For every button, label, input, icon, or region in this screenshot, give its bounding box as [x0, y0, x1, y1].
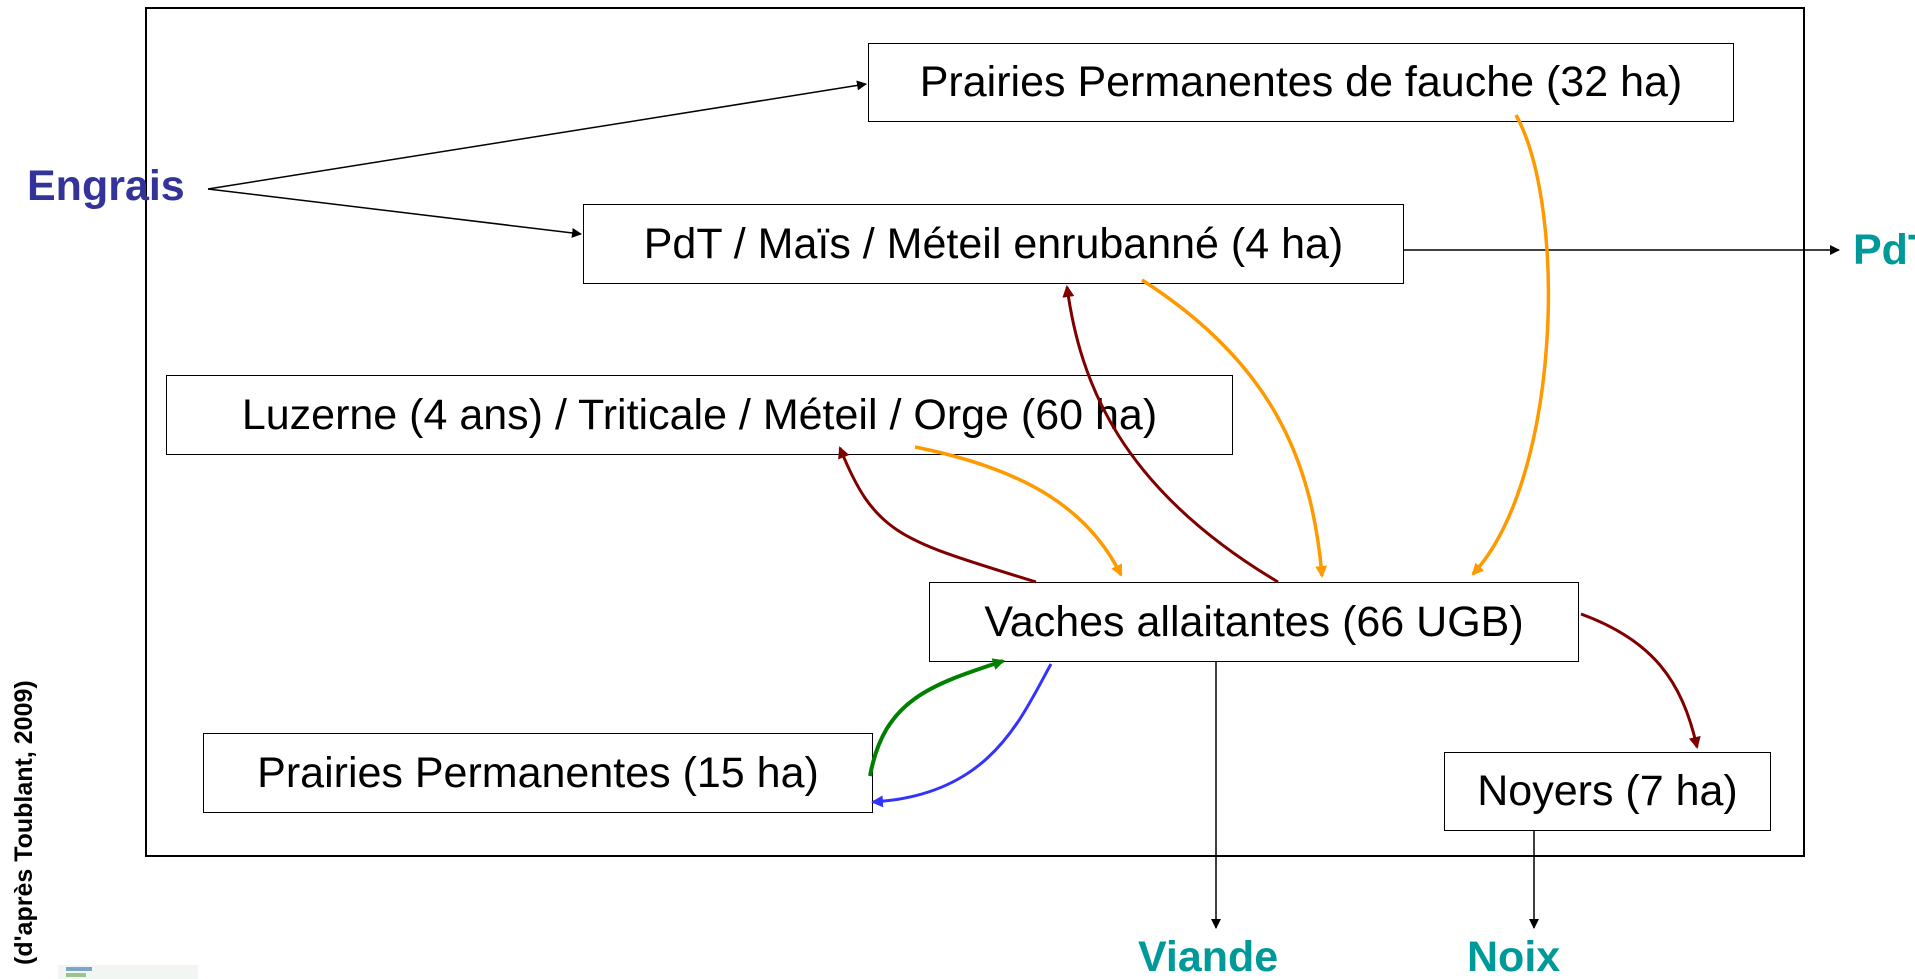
output-viande: Viande — [1138, 933, 1279, 979]
node-prairies-15: Prairies Permanentes (15 ha) — [203, 733, 873, 813]
input-engrais: Engrais — [27, 162, 185, 210]
node-prairies-fauche: Prairies Permanentes de fauche (32 ha) — [868, 43, 1734, 122]
logo-graphic — [58, 965, 198, 979]
source-credit: (d'après Toublant, 2009) — [10, 680, 38, 965]
node-noyers: Noyers (7 ha) — [1444, 752, 1771, 831]
output-noix: Noix — [1467, 933, 1561, 979]
node-luzerne: Luzerne (4 ans) / Triticale / Méteil / O… — [166, 375, 1233, 455]
logo-icon — [58, 963, 198, 979]
node-pdt-mais-meteil: PdT / Maïs / Méteil enrubanné (4 ha) — [583, 204, 1404, 284]
output-pdt: PdT — [1853, 226, 1915, 274]
node-label: Noyers (7 ha) — [1477, 767, 1738, 815]
node-label: Prairies Permanentes de fauche (32 ha) — [919, 58, 1683, 106]
node-vaches: Vaches allaitantes (66 UGB) — [929, 582, 1579, 662]
node-label: Prairies Permanentes (15 ha) — [257, 748, 819, 797]
node-label: Luzerne (4 ans) / Triticale / Méteil / O… — [241, 390, 1158, 439]
farm-boundary-frame — [145, 7, 1805, 857]
node-label: Vaches allaitantes (66 UGB) — [984, 597, 1524, 646]
node-label: PdT / Maïs / Méteil enrubanné (4 ha) — [643, 219, 1344, 268]
